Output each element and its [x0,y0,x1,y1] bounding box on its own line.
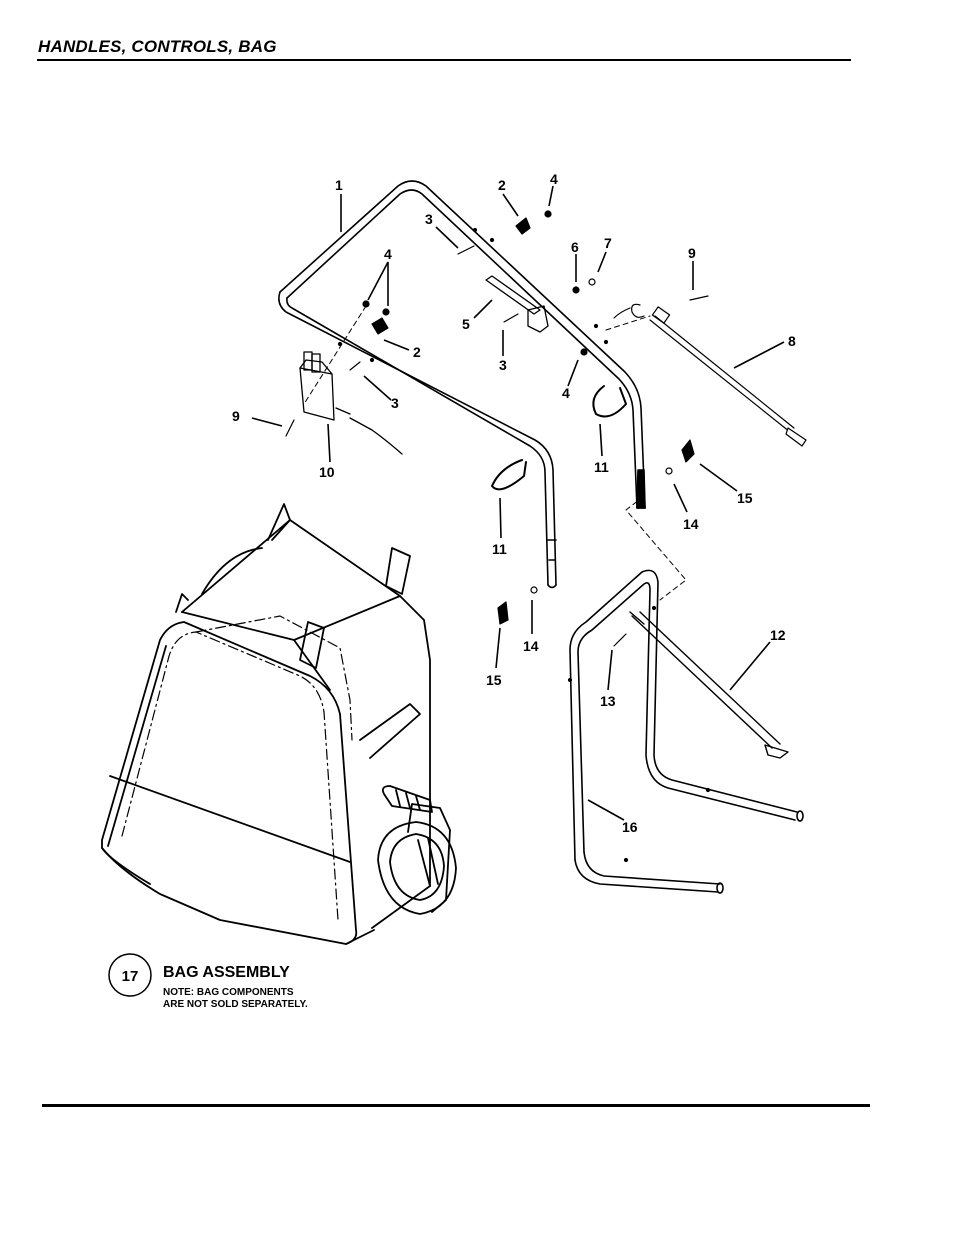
handle-clamps [491,385,627,491]
callout-14: 14 [683,516,699,532]
grass-bag [101,503,457,945]
callout-12: 12 [770,627,786,643]
callout-4: 4 [550,171,558,187]
upper-handle [278,180,646,589]
bag-assembly-title: BAG ASSEMBLY [163,964,290,981]
control-cable [613,303,807,447]
callout-6: 6 [571,239,579,255]
callout-3: 3 [391,395,399,411]
callout-labels: 1 2 4 3 6 7 9 4 5 2 3 8 3 4 9 10 11 11 1… [232,171,796,835]
leader-lines [251,185,785,821]
bag-note-line-2: ARE NOT SOLD SEPARATELY. [163,999,308,1010]
callout-13: 13 [600,693,616,709]
bag-note: NOTE: BAG COMPONENTS ARE NOT SOLD SEPARA… [163,987,308,1011]
callout-5: 5 [462,316,470,332]
callout-1: 1 [335,177,343,193]
page-title: HANDLES, CONTROLS, BAG [38,37,277,56]
footer-rule [42,1104,870,1107]
control-rod [629,611,789,759]
assembly-lines [303,305,687,601]
callout-9: 9 [232,408,240,424]
callout-15: 15 [737,490,753,506]
callout-4: 4 [384,246,392,262]
callout-3: 3 [425,211,433,227]
control-assembly [299,351,403,455]
bag-note-line-1: NOTE: BAG COMPONENTS [163,987,294,998]
callout-7: 7 [604,235,612,251]
bag-number: 17 [122,968,139,985]
bag-number-badge: 17 [108,953,152,997]
callout-9: 9 [688,245,696,261]
callout-4: 4 [562,385,570,401]
callout-11: 11 [594,459,609,475]
hardware [285,210,711,863]
callout-8: 8 [788,333,796,349]
callout-3: 3 [499,357,507,373]
callout-10: 10 [319,464,335,480]
callout-2: 2 [498,177,506,193]
header-rule [37,59,851,61]
lower-handle [569,569,804,894]
callout-11: 11 [492,541,507,557]
callout-14: 14 [523,638,539,654]
callout-15: 15 [486,672,502,688]
callout-16: 16 [622,819,638,835]
bracket [485,275,549,333]
callout-2: 2 [413,344,421,360]
